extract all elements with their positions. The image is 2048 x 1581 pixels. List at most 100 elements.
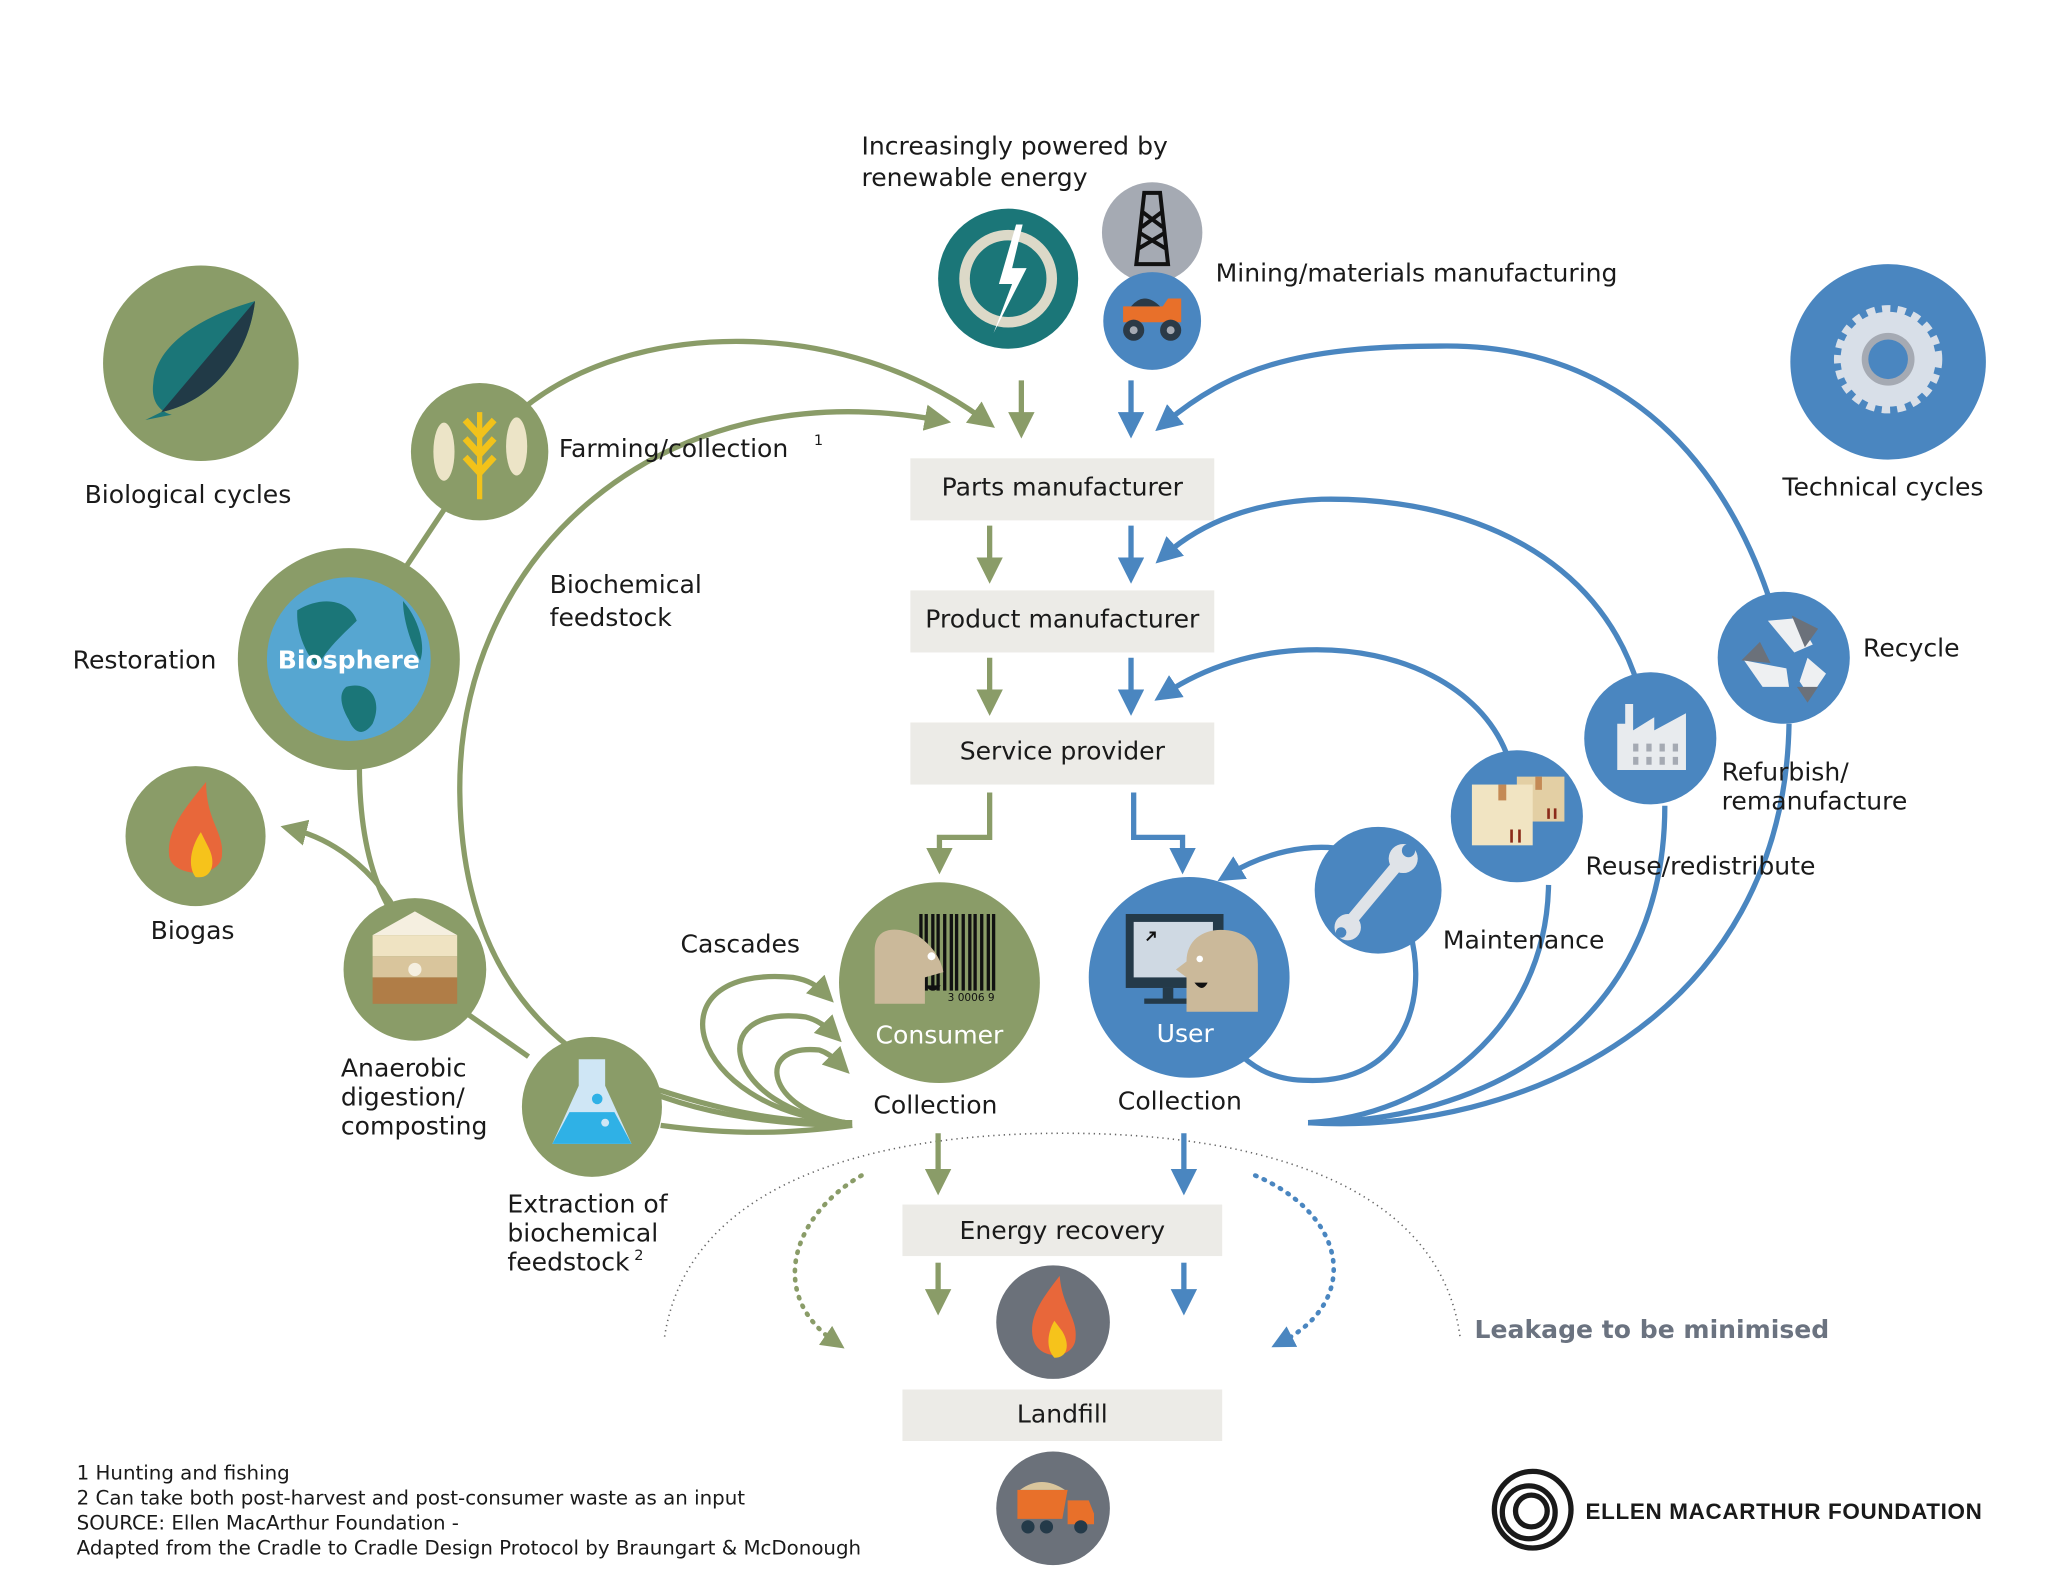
oil-rig-icon bbox=[1101, 182, 1203, 283]
arc-refurbish-to-product bbox=[1155, 496, 1641, 688]
extraction-label-line2: biochemical bbox=[507, 1219, 658, 1248]
recycle-icon bbox=[1741, 615, 1827, 703]
energy-recovery-box bbox=[902, 1204, 1223, 1257]
boxes-icon bbox=[1471, 776, 1565, 846]
cascade-arrow-1 bbox=[700, 973, 846, 1126]
refurbish-label-line1: Refurbish/ bbox=[1722, 758, 1850, 787]
flame-icon bbox=[168, 781, 223, 878]
service-provider-label: Service provider bbox=[960, 736, 1166, 765]
biosphere-label: Biosphere bbox=[278, 645, 420, 674]
extraction-footnote-mark: 2 bbox=[634, 1248, 643, 1264]
wrench-icon bbox=[1334, 843, 1418, 941]
renewable-label-line1: Increasingly powered by bbox=[861, 132, 1168, 161]
biochemical-feedstock-label-line1: Biochemical bbox=[550, 570, 702, 599]
arrow-service-to-consumer bbox=[926, 792, 993, 875]
biosphere-node: Biosphere bbox=[237, 548, 460, 771]
footnote-2: 2 Can take both post-harvest and post-co… bbox=[77, 1486, 746, 1509]
extraction-label-line1: Extraction of bbox=[507, 1190, 668, 1219]
user-collection-label: Collection bbox=[1118, 1086, 1242, 1115]
logo-rings-icon bbox=[1491, 1468, 1574, 1551]
link-anaerobic-extraction bbox=[460, 1008, 531, 1059]
value-chain: Parts manufacturer Product manufacturer … bbox=[910, 380, 1215, 875]
computer-user-icon bbox=[1125, 913, 1258, 1012]
arrow-service-to-user bbox=[1131, 792, 1196, 875]
reuse-label: Reuse/redistribute bbox=[1586, 851, 1816, 880]
link-collection-recycle bbox=[1307, 723, 1792, 1127]
cascades-label: Cascades bbox=[680, 929, 800, 958]
technical-cycles-label: Technical cycles bbox=[1781, 472, 1983, 501]
extraction-node bbox=[521, 1036, 662, 1177]
link-collection-refurbish bbox=[1308, 805, 1668, 1126]
biochemical-feedstock-label-line2: feedstock bbox=[550, 603, 673, 632]
leakage-boundary bbox=[663, 1132, 1461, 1337]
landfill-label: Landfill bbox=[1017, 1400, 1108, 1429]
globe-icon bbox=[266, 577, 431, 741]
parts-manufacturer-label: Parts manufacturer bbox=[942, 472, 1184, 501]
arc-maintenance-to-user bbox=[1217, 844, 1335, 882]
footnote-adapted: Adapted from the Cradle to Cradle Design… bbox=[77, 1537, 861, 1560]
energy-recovery-label: Energy recovery bbox=[960, 1216, 1166, 1245]
leakage-arrow-tech bbox=[1252, 1173, 1336, 1348]
consumer-collection-label: Collection bbox=[873, 1090, 997, 1119]
biogas-label: Biogas bbox=[151, 916, 235, 945]
renewable-label-line2: renewable energy bbox=[861, 163, 1087, 192]
biological-cycles-label: Biological cycles bbox=[85, 480, 292, 509]
leaf-icon bbox=[145, 301, 256, 421]
dump-truck-icon bbox=[1017, 1481, 1095, 1534]
factory-icon bbox=[1617, 703, 1686, 771]
landfill-truck-node bbox=[996, 1451, 1110, 1566]
restoration-label: Restoration bbox=[73, 645, 217, 674]
ellen-macarthur-logo[interactable]: ELLEN MACARTHUR FOUNDATION bbox=[1491, 1468, 1983, 1551]
leakage-label: Leakage to be minimised bbox=[1475, 1315, 1830, 1344]
link-collection-reuse bbox=[1307, 884, 1552, 1126]
fish-wheat-icon bbox=[433, 412, 528, 500]
recycle-label: Recycle bbox=[1863, 633, 1960, 662]
footnote-source: SOURCE: Ellen MacArthur Foundation - bbox=[77, 1511, 459, 1534]
farming-footnote-mark: 1 bbox=[814, 433, 823, 449]
link-extraction-collection-lower bbox=[660, 1122, 853, 1135]
loop-user-maintenance bbox=[1233, 930, 1419, 1084]
consumer-label: Consumer bbox=[875, 1020, 1004, 1049]
maintenance-node bbox=[1314, 826, 1442, 954]
user-node: User bbox=[1088, 877, 1290, 1078]
parts-manufacturer-box bbox=[910, 458, 1215, 521]
recycle-node bbox=[1717, 591, 1850, 724]
link-biosphere-anaerobic bbox=[356, 766, 394, 913]
consumer-node: 3 0006 9 Consumer bbox=[839, 882, 1040, 1084]
footnote-1: 1 Hunting and fishing bbox=[77, 1461, 290, 1484]
maintenance-label: Maintenance bbox=[1443, 925, 1605, 954]
flame-icon bbox=[1032, 1275, 1076, 1358]
cascade-arrow-3 bbox=[774, 1045, 850, 1126]
renewable-energy-group: Increasingly powered by renewable energy bbox=[861, 132, 1168, 349]
leakage-section: Energy recovery Landfill Leakage to be m… bbox=[663, 1132, 1830, 1566]
farming-label: Farming/collection bbox=[559, 434, 788, 463]
anaerobic-label-line3: composting bbox=[341, 1112, 488, 1141]
logo-text: ELLEN MACARTHUR FOUNDATION bbox=[1586, 1499, 1983, 1524]
arc-reuse-to-service bbox=[1154, 647, 1509, 754]
anaerobic-node bbox=[343, 898, 487, 1041]
refurbish-label-line2: remanufacture bbox=[1722, 787, 1908, 816]
renewable-energy-icon bbox=[938, 208, 1079, 349]
product-manufacturer-box bbox=[910, 590, 1215, 653]
reuse-node bbox=[1450, 750, 1583, 883]
biological-cycle: Farming/collection 1 Biochemical feedsto… bbox=[73, 338, 1040, 1277]
incineration-node bbox=[996, 1265, 1110, 1379]
anaerobic-label-line1: Anaerobic bbox=[341, 1053, 467, 1082]
barcode-number: 3 0006 9 bbox=[948, 992, 995, 1004]
anaerobic-label-line2: digestion/ bbox=[341, 1083, 465, 1112]
product-manufacturer-label: Product manufacturer bbox=[925, 604, 1200, 633]
mining-group: Mining/materials manufacturing bbox=[1101, 182, 1618, 370]
consumer-head-icon bbox=[874, 929, 944, 1004]
arc-recycle-to-parts bbox=[1155, 343, 1771, 596]
mining-label: Mining/materials manufacturing bbox=[1216, 258, 1618, 287]
biogas-node bbox=[125, 766, 266, 907]
compost-layers-icon bbox=[372, 911, 458, 1004]
technical-cycle: Recycle Refurbish/ remanufacture Reuse/r… bbox=[1088, 343, 1960, 1127]
leakage-arrow-bio bbox=[792, 1173, 864, 1349]
farming-node bbox=[410, 383, 549, 521]
cascade-arrow-2 bbox=[737, 1013, 846, 1126]
technical-cycles-legend: Technical cycles bbox=[1781, 264, 1986, 501]
biological-cycles-legend: Biological cycles bbox=[85, 265, 299, 509]
landfill-box bbox=[902, 1389, 1223, 1441]
